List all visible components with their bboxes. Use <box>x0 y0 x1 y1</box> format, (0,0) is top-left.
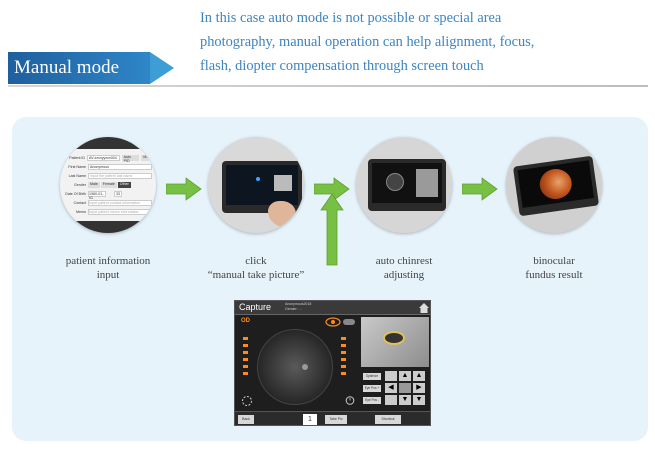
field-label: Gender <box>74 182 86 187</box>
arrow-left-icon[interactable]: ◀ <box>385 383 397 393</box>
section-title: Manual mode <box>14 57 120 78</box>
focus-target-icon[interactable] <box>241 395 253 407</box>
arrow-up-icon[interactable]: ▲ <box>399 371 411 381</box>
gender-option[interactable]: Other <box>117 181 131 188</box>
right-arrow-icon <box>166 177 202 201</box>
capture-screen: Capture Anonymous2018 Gender: ... OD <box>234 300 431 426</box>
manual-capture-image <box>208 137 304 233</box>
home-icon[interactable] <box>418 302 430 314</box>
right-indicators <box>341 337 346 379</box>
header-band <box>8 52 150 84</box>
step-label-1: patient information input <box>65 255 151 281</box>
arrow-down-icon[interactable]: ▼ <box>399 395 411 405</box>
direction-pad: ▲ ▲ ◀ ▶ ▼ ▼ <box>385 371 429 407</box>
shortcut-button[interactable]: Shortcut <box>375 415 401 424</box>
hand-image <box>268 201 296 227</box>
form-fields: Patient ID AV-xxxxyyxxx004 Auto PID Modi… <box>64 153 156 216</box>
right-arrow-icon <box>462 177 498 201</box>
capture-topbar: Capture Anonymous2018 Gender: ... <box>235 301 430 315</box>
counter-display[interactable]: 1 <box>303 414 317 425</box>
dob-input[interactable]: 1980-01-01 <box>88 190 106 200</box>
arrow-right-icon[interactable]: ▶ <box>413 383 425 393</box>
field-label: Patient ID <box>69 155 86 160</box>
take-pic-button[interactable]: Take Pic <box>325 415 347 424</box>
right-arrow-icon <box>314 177 350 201</box>
patient-gender: Gender: ... <box>285 307 302 311</box>
field-input[interactable]: Input the patient last name <box>88 172 152 179</box>
age-input[interactable]: 33 <box>114 190 122 197</box>
arrow-down-right-icon[interactable]: ▼ <box>413 395 425 405</box>
arrow-up-right-icon[interactable]: ▲ <box>413 371 425 381</box>
tablet-device <box>512 155 600 217</box>
capture-title: Capture <box>239 302 272 312</box>
tablet-screen <box>517 160 595 208</box>
eye-pos-plus-button[interactable]: Eye Pos + <box>363 385 381 392</box>
patient-name: Anonymous2018 <box>285 302 312 306</box>
fundus-image <box>537 166 574 202</box>
intro-line: photography, manual operation can help a… <box>200 34 535 50</box>
fundus-result-image <box>506 137 602 233</box>
field-label: First Name <box>68 164 86 169</box>
intro-text: In this case auto mode is not possible o… <box>200 6 640 78</box>
eye-pos-minus-button[interactable]: Eye Pos - <box>363 397 381 404</box>
step-label-3: auto chinrest adjusting <box>375 255 433 281</box>
field-input[interactable]: Input patient memo information <box>88 208 152 215</box>
step-label-4: binocular fundus result <box>525 255 583 281</box>
modify-button[interactable]: Modify <box>141 154 156 161</box>
timer-icon[interactable] <box>345 395 355 405</box>
zoom-out-icon[interactable] <box>385 395 397 405</box>
form-topbar <box>60 137 156 149</box>
auto-pid-button[interactable]: Auto PID <box>121 154 140 163</box>
patient-form-image: Patient ID AV-xxxxyyxxx004 Auto PID Modi… <box>60 137 156 233</box>
eye-camera-preview <box>361 317 429 367</box>
field-label: Memo <box>76 209 86 214</box>
gender-option[interactable]: Male <box>88 181 100 188</box>
field-input[interactable]: AV-xxxxyyxxx004 <box>87 154 120 161</box>
optimize-button[interactable]: Optimize <box>363 373 381 380</box>
left-indicators <box>243 337 248 379</box>
tablet-screen <box>226 165 298 205</box>
tablet-screen <box>372 163 442 203</box>
up-arrow-icon <box>320 194 344 266</box>
form-bottombar <box>60 221 156 233</box>
field-input[interactable]: Anonymous <box>88 163 152 170</box>
zoom-in-icon[interactable] <box>385 371 397 381</box>
toggle-switch[interactable] <box>343 319 355 325</box>
field-label: Last Name <box>68 173 86 178</box>
header-arrow-shape <box>150 52 174 84</box>
divider <box>8 85 648 87</box>
capture-bottombar: Back 1 Take Pic Shortcut <box>235 411 430 425</box>
field-label: Date Of Birth <box>65 191 86 196</box>
field-input[interactable]: Input patient contact information <box>88 199 152 206</box>
back-button[interactable]: Back <box>238 415 254 424</box>
tablet-device <box>368 159 446 211</box>
chinrest-image <box>356 137 452 233</box>
arrow-center-icon[interactable] <box>399 383 411 393</box>
intro-line: In this case auto mode is not possible o… <box>200 10 502 26</box>
eye-side-label: OD <box>241 318 250 324</box>
gender-option[interactable]: Female <box>100 181 117 188</box>
eye-icon[interactable] <box>325 317 341 327</box>
intro-line: flash, diopter compensation through scre… <box>200 58 484 74</box>
step-label-2: click “manual take picture” <box>207 255 305 281</box>
fundus-preview <box>257 329 333 405</box>
field-label: Contact <box>73 200 86 205</box>
